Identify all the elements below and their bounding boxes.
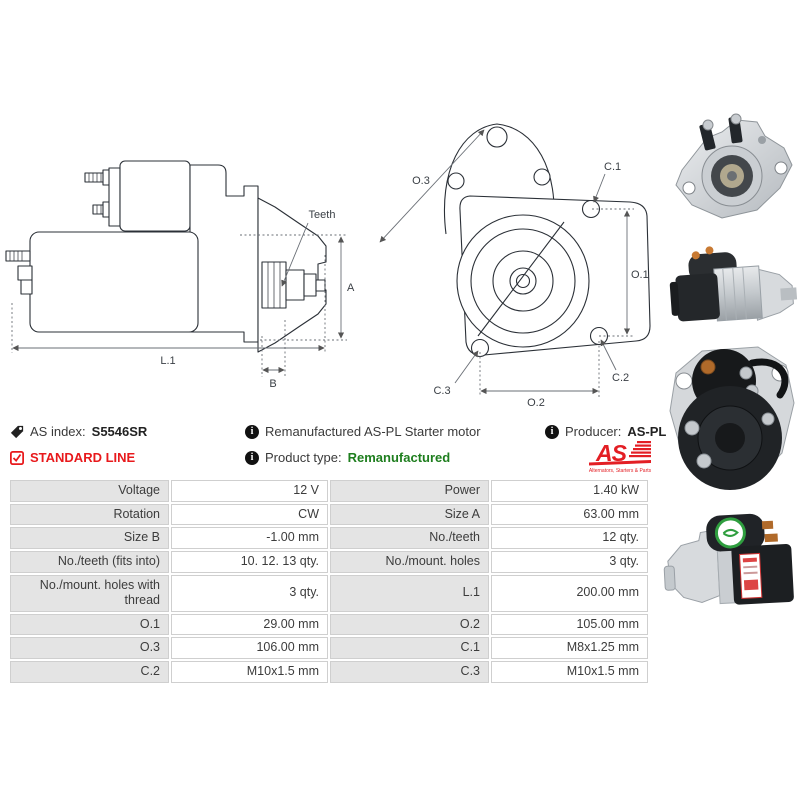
spec-label: C.3 xyxy=(330,661,489,683)
standard-line-label: STANDARD LINE xyxy=(30,450,136,465)
product-type-label: Product type: xyxy=(265,450,342,465)
product-description: i Remanufactured AS-PL Starter motor xyxy=(245,424,481,439)
table-row: No./teeth (fits into) 10. 12. 13 qty. No… xyxy=(10,550,648,573)
spec-value: CW xyxy=(171,503,328,526)
spec-label: No./mount. holes xyxy=(330,550,489,573)
spec-value: M8x1.25 mm xyxy=(491,637,648,659)
product-type-value: Remanufactured xyxy=(347,450,451,465)
dim-a-label: A xyxy=(347,282,355,294)
product-photo-flange[interactable] xyxy=(662,110,798,240)
table-row: Voltage 12 V Power 1.40 kW xyxy=(10,480,648,502)
side-view-diagram: Teeth A L.1 B xyxy=(5,160,355,390)
info-icon: i xyxy=(245,424,259,439)
spec-label: O.1 xyxy=(10,613,169,636)
dim-o1-label: O.1 xyxy=(631,269,649,281)
info-icon: i xyxy=(545,424,559,439)
spec-label: C.2 xyxy=(10,661,169,683)
spec-value: 12 qty. xyxy=(491,527,648,549)
spec-table: Voltage 12 V Power 1.40 kW Rotation CW S… xyxy=(8,478,650,685)
spec-value: 12 V xyxy=(171,480,328,502)
spec-value: 3 qty. xyxy=(171,574,328,612)
spec-value: 29.00 mm xyxy=(171,613,328,636)
table-row: Rotation CW Size A 63.00 mm xyxy=(10,503,648,526)
spec-label: L.1 xyxy=(330,574,489,612)
producer-value: AS-PL xyxy=(627,424,667,439)
product-photo-angle[interactable] xyxy=(660,503,800,623)
spec-value: 200.00 mm xyxy=(491,574,648,612)
product-photo-side[interactable] xyxy=(660,240,800,332)
dim-c3-label: C.3 xyxy=(433,385,450,397)
table-row: O.1 29.00 mm O.2 105.00 mm xyxy=(10,613,648,636)
teeth-label: Teeth xyxy=(309,209,336,221)
producer: i Producer: AS-PL xyxy=(545,424,666,439)
spec-value: 3 qty. xyxy=(491,550,648,573)
dim-c1-label: C.1 xyxy=(604,161,621,173)
spec-value: M10x1.5 mm xyxy=(171,661,328,683)
spec-label: Size A xyxy=(330,503,489,526)
table-row: C.2 M10x1.5 mm C.3 M10x1.5 mm xyxy=(10,661,648,683)
starter-side-outline xyxy=(5,160,327,353)
side-view-dimensions xyxy=(11,222,347,377)
starter-front-outline xyxy=(443,123,651,358)
front-view-diagram: O.3 C.1 O.1 C.2 C.3 O.2 xyxy=(379,123,651,409)
product-type: i Product type: Remanufactured xyxy=(245,450,450,465)
info-icon: i xyxy=(245,450,259,465)
spec-value: M10x1.5 mm xyxy=(491,661,648,683)
spec-label: Power xyxy=(330,480,489,502)
spec-value: 105.00 mm xyxy=(491,613,648,636)
spec-label: Size B xyxy=(10,527,169,549)
spec-label: Voltage xyxy=(10,480,169,502)
dim-o3-label: O.3 xyxy=(412,175,430,187)
logo-stripes xyxy=(629,441,651,458)
spec-label: C.1 xyxy=(330,637,489,659)
tag-icon xyxy=(10,425,24,439)
spec-value: 1.40 kW xyxy=(491,480,648,502)
spec-label: Rotation xyxy=(10,503,169,526)
as-index-value: S5546SR xyxy=(91,424,148,439)
dim-c2-label: C.2 xyxy=(612,372,629,384)
product-photo-rear[interactable] xyxy=(662,333,798,503)
logo-underline xyxy=(589,460,651,466)
spec-label: No./teeth xyxy=(330,527,489,549)
spec-value: 106.00 mm xyxy=(171,637,328,659)
producer-label: Producer: xyxy=(565,424,622,439)
spec-value: 10. 12. 13 qty. xyxy=(171,550,328,573)
table-row: Size B -1.00 mm No./teeth 12 qty. xyxy=(10,527,648,549)
spec-label: O.2 xyxy=(330,613,489,636)
info-row-2: STANDARD LINE i Product type: Remanufact… xyxy=(0,450,800,468)
front-view-dimensions xyxy=(379,129,634,397)
as-index-label: AS index: xyxy=(30,424,86,439)
dim-l1-label: L.1 xyxy=(160,355,175,367)
spec-value: 63.00 mm xyxy=(491,503,648,526)
spec-label: No./mount. holes with thread xyxy=(10,574,169,612)
spec-label: No./teeth (fits into) xyxy=(10,550,169,573)
dim-o2-label: O.2 xyxy=(527,397,545,409)
as-index: AS index: S5546SR xyxy=(10,424,147,439)
spec-label: O.3 xyxy=(10,637,169,659)
checkbox-icon xyxy=(10,450,24,465)
description-text: Remanufactured AS-PL Starter motor xyxy=(265,424,481,439)
table-row: No./mount. holes with thread 3 qty. L.1 … xyxy=(10,574,648,612)
info-row-1: AS index: S5546SR i Remanufactured AS-PL… xyxy=(0,424,800,442)
as-pl-logo: AS Alternators, Starters & Parts xyxy=(583,440,655,481)
logo-tagline: Alternators, Starters & Parts xyxy=(589,468,652,474)
table-row: O.3 106.00 mm C.1 M8x1.25 mm xyxy=(10,637,648,659)
dim-b-label: B xyxy=(269,378,276,390)
spec-value: -1.00 mm xyxy=(171,527,328,549)
standard-line-badge: STANDARD LINE xyxy=(10,450,135,465)
